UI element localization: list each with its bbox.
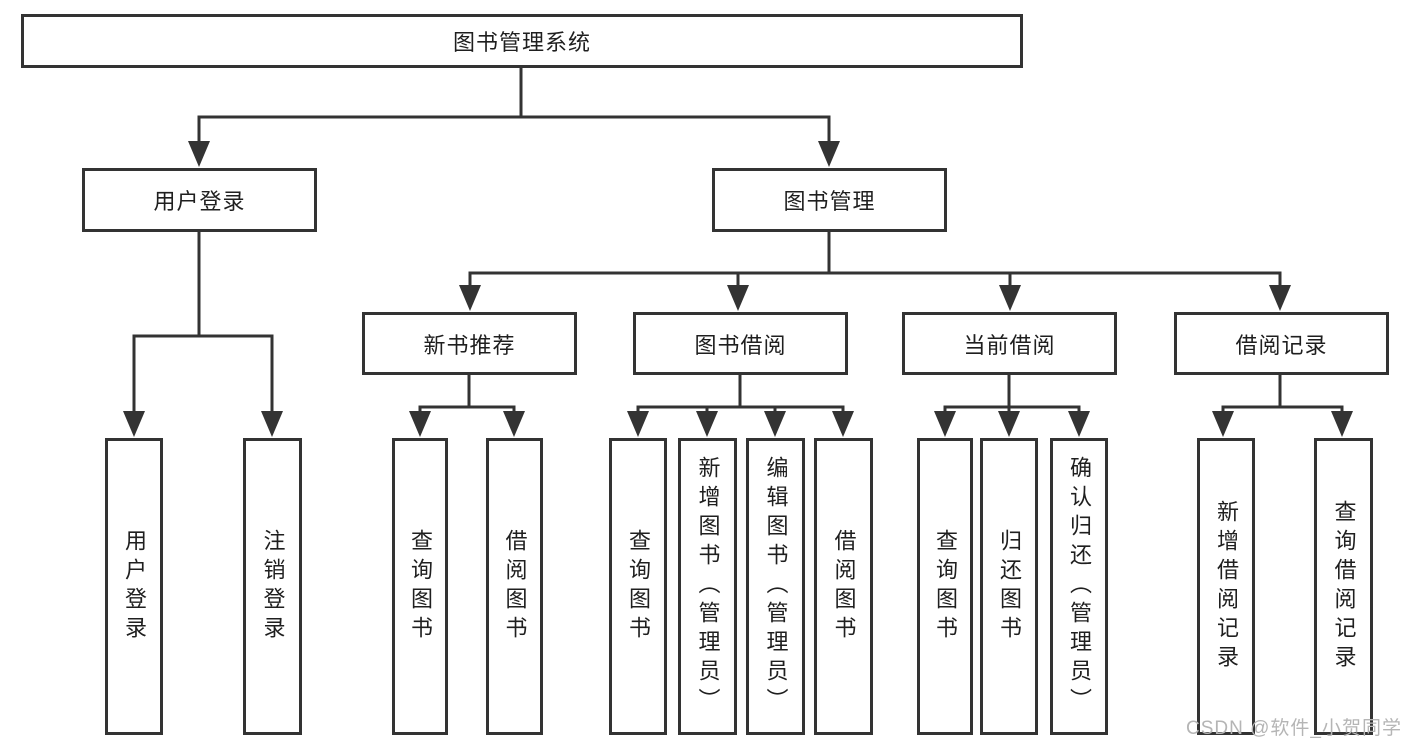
leaf-newbook-borrow: 借阅图书 bbox=[486, 438, 543, 735]
node-user-login-label: 用户登录 bbox=[153, 189, 246, 214]
node-book-mgmt-label: 图书管理 bbox=[783, 189, 876, 214]
node-current-borrow: 当前借阅 bbox=[902, 312, 1117, 375]
leaf-user-login: 用户登录 bbox=[105, 438, 163, 735]
node-new-book-recommend: 新书推荐 bbox=[362, 312, 577, 375]
node-new-book-label: 新书推荐 bbox=[423, 332, 516, 358]
leaf-record-query-label: 查询借阅记录 bbox=[1331, 499, 1357, 674]
node-borrow-record-label: 借阅记录 bbox=[1235, 332, 1328, 358]
leaf-borrow-query-label: 查询图书 bbox=[626, 528, 651, 645]
node-user-login: 用户登录 bbox=[82, 168, 317, 232]
leaf-record-add-label: 新增借阅记录 bbox=[1214, 499, 1239, 674]
leaf-newbook-query: 查询图书 bbox=[392, 438, 448, 735]
leaf-user-login-label: 用户登录 bbox=[122, 528, 147, 645]
leaf-current-confirm-admin-label: 确认归还（管理员） bbox=[1067, 456, 1092, 717]
leaf-record-query: 查询借阅记录 bbox=[1314, 438, 1373, 735]
leaf-borrow-edit-admin: 编辑图书（管理员） bbox=[746, 438, 805, 735]
node-root: 图书管理系统 bbox=[21, 14, 1023, 68]
leaf-newbook-query-label: 查询图书 bbox=[408, 528, 433, 645]
node-current-borrow-label: 当前借阅 bbox=[963, 332, 1056, 358]
edge-current-borrow-split bbox=[943, 375, 1081, 414]
leaf-current-return: 归还图书 bbox=[980, 438, 1038, 735]
leaf-borrow-borrow: 借阅图书 bbox=[814, 438, 873, 735]
leaf-current-confirm-admin: 确认归还（管理员） bbox=[1050, 438, 1108, 735]
leaf-newbook-borrow-label: 借阅图书 bbox=[502, 528, 528, 645]
node-book-borrow-label: 图书借阅 bbox=[694, 332, 787, 358]
leaf-borrow-query: 查询图书 bbox=[609, 438, 667, 735]
arrowheads bbox=[123, 141, 1353, 437]
edge-book-mgmt-split bbox=[468, 232, 1282, 288]
node-book-borrow: 图书借阅 bbox=[633, 312, 848, 375]
node-borrow-record: 借阅记录 bbox=[1174, 312, 1389, 375]
leaf-logout-label: 注销登录 bbox=[260, 528, 286, 645]
leaf-current-return-label: 归还图书 bbox=[997, 528, 1022, 645]
edge-new-book-split bbox=[418, 375, 516, 414]
watermark: CSDN @软件_小贺同学 bbox=[1186, 718, 1402, 739]
node-book-mgmt: 图书管理 bbox=[712, 168, 947, 232]
leaf-logout: 注销登录 bbox=[243, 438, 302, 735]
edge-borrow-record-split bbox=[1221, 375, 1344, 414]
node-root-label: 图书管理系统 bbox=[452, 30, 591, 55]
leaf-borrow-edit-admin-label: 编辑图书（管理员） bbox=[763, 456, 789, 717]
leaf-borrow-add-admin-label: 新增图书（管理员） bbox=[695, 456, 721, 717]
leaf-borrow-add-admin: 新增图书（管理员） bbox=[678, 438, 737, 735]
leaf-borrow-borrow-label: 借阅图书 bbox=[831, 528, 857, 645]
leaf-current-query: 查询图书 bbox=[917, 438, 973, 735]
edge-book-borrow-split bbox=[636, 375, 845, 414]
edge-root-split bbox=[197, 68, 831, 145]
edge-user-login-split bbox=[132, 232, 274, 414]
leaf-record-add: 新增借阅记录 bbox=[1197, 438, 1255, 735]
leaf-current-query-label: 查询图书 bbox=[933, 528, 958, 645]
